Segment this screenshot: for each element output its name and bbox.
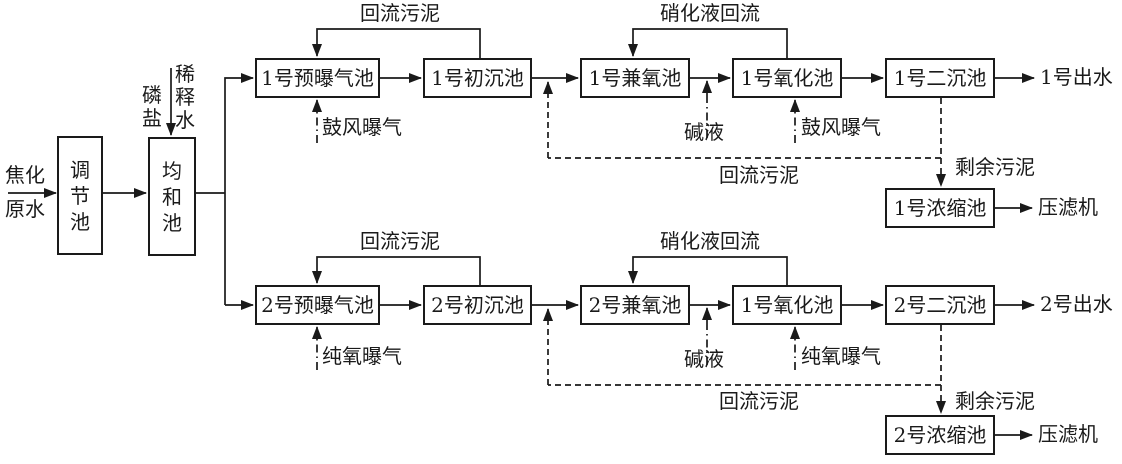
box-line1-secondary-settling-tank: 1号二沉池 xyxy=(885,58,995,98)
line2-aeration-oxidation-label: 纯氧曝气 xyxy=(801,344,881,368)
line2-facultative-label: 2号兼氧池 xyxy=(588,293,682,317)
line1-return-sludge-secondary-label: 回流污泥 xyxy=(719,163,799,187)
box-line2-pre-aeration-tank: 2号预曝气池 xyxy=(255,285,380,325)
line1-aeration-pre-label: 鼓风曝气 xyxy=(322,115,402,139)
box-line1-thickening-tank: 1号浓缩池 xyxy=(885,188,995,228)
line1-effluent-label: 1号出水 xyxy=(1040,65,1113,89)
line1-facultative-label: 1号兼氧池 xyxy=(588,66,682,90)
line2-thickening-label: 2号浓缩池 xyxy=(893,423,987,447)
box-line1-facultative-tank: 1号兼氧池 xyxy=(580,58,690,98)
line2-effluent-label: 2号出水 xyxy=(1040,292,1113,316)
box-line2-oxidation-tank: 1号氧化池 xyxy=(732,285,842,325)
line2-secondary-settling-label: 2号二沉池 xyxy=(893,293,987,317)
line2-pre-aeration-label: 2号预曝气池 xyxy=(261,293,374,317)
line2-excess-sludge-label: 剩余污泥 xyxy=(955,389,1035,413)
sludge-return-dashed-lines xyxy=(543,81,946,414)
line1-excess-sludge-label: 剩余污泥 xyxy=(955,155,1035,179)
main-flow-arrows xyxy=(8,68,1035,440)
line1-secondary-settling-label: 1号二沉池 xyxy=(893,66,987,90)
line1-nitrified-return-label: 硝化液回流 xyxy=(660,1,760,25)
box-line2-primary-settling-tank: 2号初沉池 xyxy=(423,285,532,325)
box-regulation-tank: 调节池 xyxy=(57,136,103,255)
line1-alkali-label: 碱液 xyxy=(684,120,724,144)
box-equalization-tank: 均和池 xyxy=(148,137,196,256)
line2-oxidation-label: 1号氧化池 xyxy=(740,293,834,317)
line1-aeration-oxidation-label: 鼓风曝气 xyxy=(801,115,881,139)
box-line2-thickening-tank: 2号浓缩池 xyxy=(885,415,995,455)
line2-filter-press-label: 压滤机 xyxy=(1038,422,1098,446)
box-line1-pre-aeration-tank: 1号预曝气池 xyxy=(255,58,380,98)
box-line1-oxidation-tank: 1号氧化池 xyxy=(732,58,842,98)
box-line2-facultative-tank: 2号兼氧池 xyxy=(580,285,690,325)
line2-nitrified-return-label: 硝化液回流 xyxy=(660,229,760,253)
line2-aeration-pre-label: 纯氧曝气 xyxy=(322,344,402,368)
equalization-tank-label: 均和池 xyxy=(162,158,182,235)
line2-return-sludge-secondary-label: 回流污泥 xyxy=(719,389,799,413)
line1-filter-press-label: 压滤机 xyxy=(1038,195,1098,219)
dilution-water-label: 稀释水 xyxy=(175,62,195,132)
line1-primary-settling-label: 1号初沉池 xyxy=(431,66,524,90)
line2-return-sludge-primary-label: 回流污泥 xyxy=(360,229,440,253)
line1-return-sludge-primary-label: 回流污泥 xyxy=(360,1,440,25)
regulation-tank-label: 调节池 xyxy=(70,157,90,234)
influent-label: 焦化原水 xyxy=(5,163,45,221)
line1-pre-aeration-label: 1号预曝气池 xyxy=(261,66,374,90)
line2-primary-settling-label: 2号初沉池 xyxy=(431,293,524,317)
aeration-dosing-arrows xyxy=(312,80,800,370)
recycle-loop-arrows xyxy=(312,28,788,285)
box-line1-primary-settling-tank: 1号初沉池 xyxy=(423,58,532,98)
phosphate-salt-label: 磷盐 xyxy=(142,83,162,130)
box-line2-secondary-settling-tank: 2号二沉池 xyxy=(885,285,995,325)
line1-oxidation-label: 1号氧化池 xyxy=(740,66,834,90)
line1-thickening-label: 1号浓缩池 xyxy=(893,196,987,220)
line2-alkali-label: 碱液 xyxy=(684,347,724,371)
